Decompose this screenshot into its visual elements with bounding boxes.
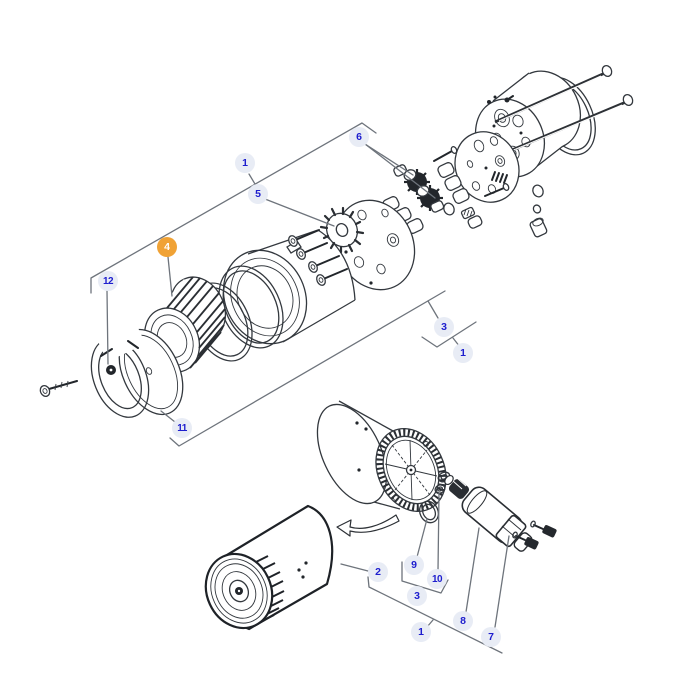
idler-gear: [319, 206, 365, 254]
callout-3-right[interactable]: 3: [434, 317, 454, 337]
rotation-arrow: [336, 514, 400, 537]
tie-rod-studs: [494, 65, 634, 157]
callout-2[interactable]: 2: [368, 562, 388, 582]
motor-housing: [316, 400, 447, 513]
cluster-pin: [433, 146, 458, 162]
leader-callout-2: [340, 563, 369, 572]
cluster-o-ring: [443, 202, 455, 216]
flange-o-ring: [418, 500, 440, 524]
callout-7[interactable]: 7: [481, 627, 501, 647]
splined-hub: [143, 276, 227, 373]
bracket-callout-1-right: [421, 321, 477, 348]
thrust-washer: [118, 328, 184, 416]
group-bracket-middle: [169, 290, 446, 447]
callout-3-bottom[interactable]: 3: [407, 586, 427, 606]
callout-1-bottom[interactable]: 1: [411, 622, 431, 642]
cluster-spring: [460, 206, 476, 220]
callout-11[interactable]: 11: [172, 418, 192, 438]
callout-9[interactable]: 9: [404, 555, 424, 575]
leader-callout-8: [465, 527, 480, 613]
group-bracket-top: [90, 122, 377, 294]
leader-callout-10: [437, 492, 440, 572]
plate-spring: [491, 171, 508, 184]
group-bracket-bottom: [367, 576, 503, 654]
leader-callout-11: [160, 410, 176, 423]
tick-callout-1-top: [248, 173, 256, 185]
rollers: [382, 162, 483, 234]
leader-callout-5: [264, 198, 335, 227]
oil-filter: [204, 504, 334, 631]
block-screws: [487, 95, 514, 104]
motor-assembly: [204, 400, 557, 631]
callout-1-top[interactable]: 1: [235, 153, 255, 173]
leader-callout-12: [106, 290, 109, 365]
solenoid-valve: [444, 474, 533, 552]
pump-assembly: [39, 65, 634, 418]
clip-screw: [39, 380, 78, 397]
leader-callout-6a: [364, 143, 414, 176]
leader-callout-9: [416, 518, 428, 558]
leader-callout-6b: [364, 143, 436, 199]
mounting-bolts: [288, 229, 348, 286]
callout-10[interactable]: 10: [427, 569, 447, 589]
solenoid-bolts: [512, 520, 557, 550]
plate-pin: [484, 183, 510, 197]
callout-1-right[interactable]: 1: [453, 343, 473, 363]
callout-8[interactable]: 8: [453, 611, 473, 631]
plug-parts: [529, 184, 548, 238]
valve-plate: [454, 131, 520, 203]
callout-6[interactable]: 6: [349, 127, 369, 147]
callout-5[interactable]: 5: [248, 184, 268, 204]
pump-housing: [222, 229, 356, 345]
leader-lines: [90, 122, 510, 654]
leader-callout-4: [167, 256, 173, 297]
callout-12[interactable]: 12: [98, 271, 118, 291]
tick-callout-3-right: [427, 300, 439, 319]
callout-4[interactable]: 4: [157, 237, 177, 257]
leader-callout-7: [494, 535, 510, 628]
gear-cluster: [382, 146, 483, 234]
